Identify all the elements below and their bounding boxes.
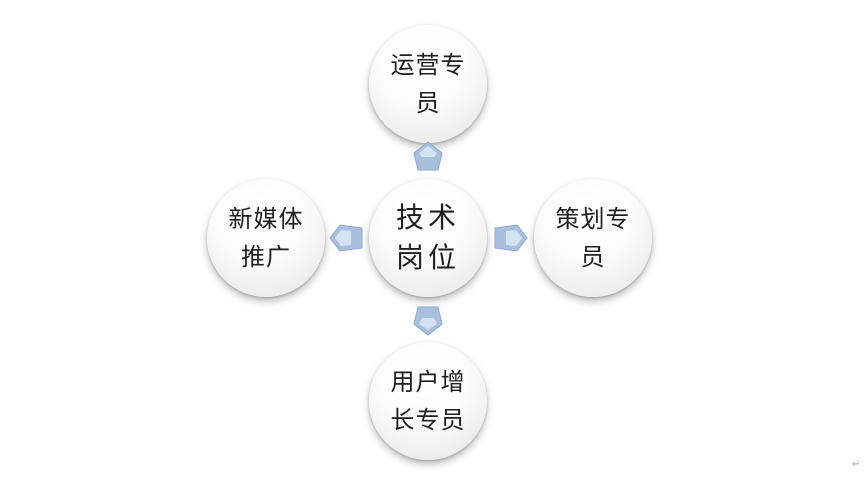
node-top-label: 运营专员 — [390, 51, 466, 117]
arrow-up-icon — [411, 141, 445, 171]
node-bottom-label: 用户增长专员 — [390, 368, 466, 434]
arrow-down-icon — [413, 306, 443, 336]
node-top: 运营专员 — [369, 25, 487, 143]
node-center: 技术岗位 — [369, 179, 487, 297]
node-left-label: 新媒体推广 — [228, 205, 304, 271]
arrow-right-icon — [494, 224, 528, 252]
arrow-right-icon — [494, 223, 528, 253]
node-center-label: 技术岗位 — [395, 201, 460, 274]
node-right-label: 策划专员 — [555, 205, 631, 271]
arrow-up-icon — [413, 141, 443, 171]
arrow-left-icon — [329, 224, 363, 252]
arrow-left-icon — [329, 223, 363, 253]
node-bottom: 用户增长专员 — [369, 342, 487, 460]
arrow-down-icon — [411, 306, 445, 336]
return-icon: ↵ — [852, 459, 861, 470]
node-right: 策划专员 — [534, 179, 652, 297]
node-left: 新媒体推广 — [207, 179, 325, 297]
